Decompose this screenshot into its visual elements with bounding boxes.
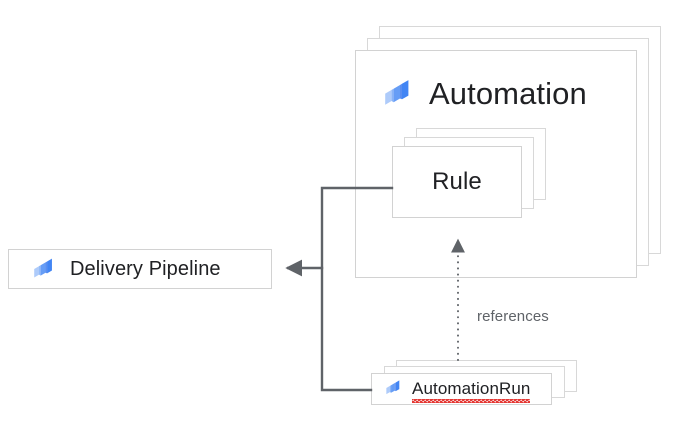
automationrun-content: AutomationRun xyxy=(371,373,552,405)
automation-title-label: Automation xyxy=(429,76,587,111)
automation-title: Automation xyxy=(381,74,587,113)
references-edge-label: references xyxy=(477,308,549,325)
delivery-pipeline-box[interactable]: Delivery Pipeline xyxy=(8,249,272,289)
automationrun-label: AutomationRun xyxy=(412,379,531,403)
rule-card-stack[interactable]: Rule xyxy=(392,128,547,224)
delivery-pipeline-label: Delivery Pipeline xyxy=(70,257,221,280)
cloud-deploy-icon xyxy=(384,377,403,401)
rule-label: Rule xyxy=(432,168,482,195)
rule-card-front[interactable] xyxy=(392,146,522,218)
cloud-deploy-icon xyxy=(381,74,415,113)
automationrun-card-stack[interactable]: AutomationRun xyxy=(371,360,581,405)
cloud-deploy-icon xyxy=(31,254,57,285)
